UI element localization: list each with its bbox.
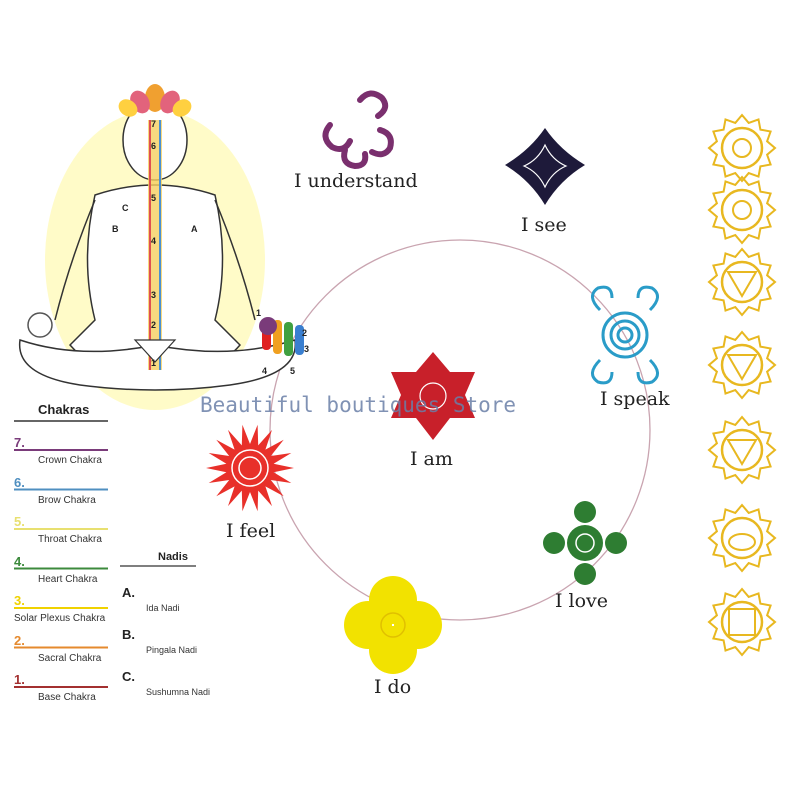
spine-2: 2 [151, 320, 157, 330]
finger-3: 3 [304, 344, 310, 354]
chakra-symbol-icon [707, 587, 777, 657]
chakra-number: 2. [14, 632, 25, 648]
spine-7: 7 [151, 119, 157, 129]
finger-4: 4 [262, 366, 268, 376]
nadi-letter: B. [122, 627, 135, 642]
nadi-name: Ida Nadi [146, 603, 180, 613]
chakra-symbol-ring [720, 343, 764, 387]
chakras-legend-title: Chakras [38, 402, 90, 417]
solar-sunburst-icon [206, 424, 294, 512]
nadi-letter: C. [122, 669, 135, 684]
meditating-figure [18, 84, 304, 410]
chakra-number: 6. [14, 474, 25, 490]
nadi-letter: A. [122, 585, 135, 600]
chakra-name: Throat Chakra [38, 534, 102, 545]
chakra-number: 3. [14, 593, 25, 608]
chakra-symbol-ring [720, 260, 764, 304]
love-knot-icon [543, 501, 627, 585]
heart-lotus-icon [391, 352, 475, 440]
spine-6: 6 [151, 141, 157, 151]
chakra-name: Solar Plexus Chakra [14, 613, 106, 624]
label-i-do: I do [374, 676, 412, 698]
chakra-symbol-ring [720, 428, 764, 472]
nadi-name: Sushumna Nadi [146, 687, 211, 697]
chakra-number: 5. [14, 514, 25, 529]
chakra-symbol-ring [720, 516, 764, 560]
label-i-understand: I understand [294, 170, 418, 192]
spine-1: 1 [151, 358, 157, 368]
chakra-number: 1. [14, 672, 25, 687]
root-flower-icon [344, 576, 442, 674]
chakra-symbol-square [728, 608, 756, 636]
chakra-name: Heart Chakra [38, 573, 98, 585]
right-hand [259, 317, 304, 356]
crown-swirl-icon [322, 90, 394, 170]
chakra-symbol-icon [707, 503, 777, 573]
figure-nadi-b: B [112, 224, 119, 234]
nadi-name: Pingala Nadi [146, 645, 198, 655]
chakra-symbol-icon [707, 330, 777, 400]
chakra-name: Sacral Chakra [38, 652, 102, 664]
brow-star-icon [505, 128, 585, 205]
label-i-am: I am [410, 448, 453, 470]
chakra-symbol-ring [720, 600, 764, 644]
chakra-number: 4. [14, 553, 25, 569]
figure-nadi-c: C [122, 203, 129, 213]
chakra-symbol-icon [707, 113, 777, 183]
throat-spiral-icon [591, 285, 659, 385]
chakra-symbol-triangle [726, 439, 758, 466]
chakra-symbol-icon [707, 247, 777, 317]
finger-1: 1 [256, 308, 262, 318]
label-i-speak: I speak [600, 388, 670, 410]
label-i-love: I love [555, 590, 609, 612]
chakra-symbol-column [707, 113, 777, 657]
spine-5: 5 [151, 193, 157, 203]
nadis-legend-title: Nadis [158, 551, 188, 563]
chakra-symbol-ring [720, 126, 764, 170]
chakra-number: 7. [14, 435, 25, 450]
chakra-symbol-crescent [728, 533, 756, 551]
chakra-symbol-triangle [726, 271, 758, 298]
chakra-symbol-triangle [726, 354, 758, 381]
cycle-circle [269, 239, 651, 621]
finger-5: 5 [290, 366, 296, 376]
chakra-name: Base Chakra [38, 692, 96, 703]
chakra-name: Crown Chakra [38, 455, 102, 466]
chakra-symbol-inner [732, 200, 752, 220]
store-watermark: Beautiful boutiques Store [200, 393, 517, 417]
chakra-symbol-icon [707, 175, 777, 245]
spine-4: 4 [151, 236, 157, 246]
spine-3: 3 [151, 290, 157, 300]
left-hand-om-icon [27, 312, 53, 338]
lotus-icon [118, 84, 192, 117]
chakra-name: Brow Chakra [38, 494, 96, 506]
chakra-symbol-icon [707, 415, 777, 485]
chakra-symbol-ring [720, 188, 764, 232]
chakra-symbol-inner [732, 138, 752, 158]
finger-2: 2 [302, 328, 308, 338]
label-i-see: I see [521, 214, 567, 236]
figure-nadi-a: A [191, 224, 198, 234]
label-i-feel: I feel [226, 520, 276, 542]
